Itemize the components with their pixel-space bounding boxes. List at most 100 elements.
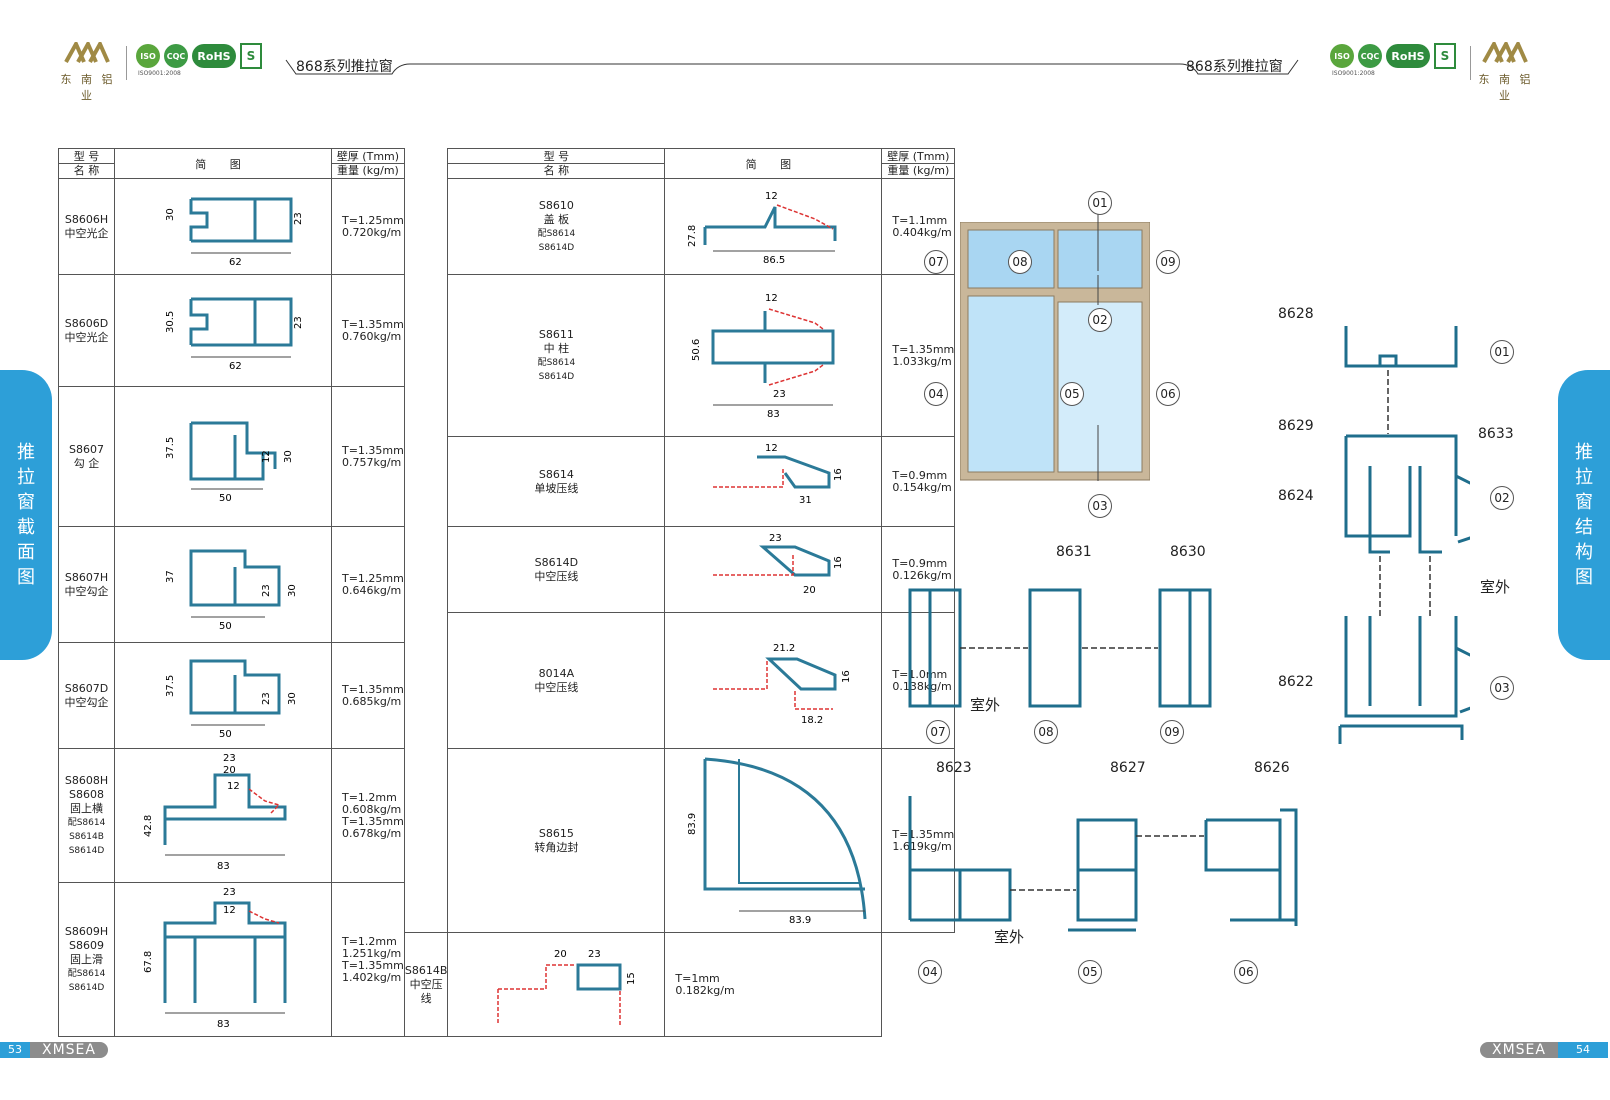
profile-s8609h-diagram: 83 23 12 67.8 xyxy=(143,887,287,1030)
weight-value: 0.646kg/m xyxy=(342,583,402,597)
callout-07-section: 07 xyxy=(926,720,950,744)
footer-brand: XMSEA xyxy=(30,1042,108,1058)
profile-diagram: 62 30.5 23 xyxy=(114,274,332,387)
dim-label: 50.6 xyxy=(691,339,702,361)
dim-label: 30 xyxy=(287,692,298,705)
profile-label-8629: 8629 xyxy=(1278,418,1314,434)
side-tab-char: 拉 xyxy=(17,467,35,488)
callout-05-section: 05 xyxy=(1078,960,1102,984)
model-name-header: 型 号 名 称 xyxy=(447,148,666,179)
thickness-value: T=1mm xyxy=(675,971,720,985)
dim-label: 23 xyxy=(223,887,236,898)
model-name: 中空压线 xyxy=(534,569,579,583)
vertical-section-drawing xyxy=(1338,326,1470,744)
dim-label: 31 xyxy=(799,495,812,506)
dim-label: 83 xyxy=(217,861,230,872)
side-tab-char: 结 xyxy=(1575,517,1593,538)
logo-mark-icon xyxy=(1482,39,1528,63)
callout-02-section: 02 xyxy=(1490,486,1514,510)
dim-label: 37.5 xyxy=(165,675,176,697)
callout-07: 07 xyxy=(924,250,948,274)
model-note: 配S8614 xyxy=(67,817,106,828)
dim-label: 50 xyxy=(219,729,232,740)
profile-label-8627: 8627 xyxy=(1110,760,1146,776)
profile-s8607d-diagram: 50 37.5 23 30 xyxy=(165,659,298,740)
model-number: S8614D xyxy=(534,555,579,569)
diagram-header: 简 图 xyxy=(114,148,332,179)
model-note: S8614D xyxy=(68,845,105,856)
profile-diagram: 83 23 12 67.8 xyxy=(114,882,332,1037)
outside-label: 室外 xyxy=(970,696,1001,714)
dim-label: 30 xyxy=(287,584,298,597)
model-name: 中空压线 xyxy=(534,680,579,694)
callout-04: 04 xyxy=(924,382,948,406)
profile-s8611-diagram: 83 12 23 50.6 xyxy=(691,293,835,420)
model-name-header: 型 号 名 称 xyxy=(58,148,115,179)
profile-diagram: 62 30 23 xyxy=(114,178,332,275)
header-rule-left xyxy=(285,59,810,75)
model-note: 配S8614 xyxy=(537,357,576,368)
company-logo-right: 东 南 铝 业 xyxy=(1476,39,1536,102)
dim-label: 20 xyxy=(223,765,236,776)
profile-diagram: 50 37.5 23 30 xyxy=(114,642,332,749)
weight-value: 0.678kg/m xyxy=(342,826,402,840)
spec-header: 壁厚 (Tmm) 重量 (kg/m) xyxy=(331,148,405,179)
dim-label: 83.9 xyxy=(687,813,698,835)
thickness-label: 壁厚 (Tmm) xyxy=(887,150,950,163)
dim-label: 20 xyxy=(803,585,816,596)
profile-label-8624: 8624 xyxy=(1278,488,1314,504)
thickness-label: 壁厚 (Tmm) xyxy=(336,150,400,163)
model-name: 中空勾企 xyxy=(64,695,109,709)
dim-label: 23 xyxy=(293,212,304,225)
weight-value: 1.033kg/m xyxy=(892,354,952,368)
model-number: S8614B xyxy=(404,963,448,977)
callout-01: 01 xyxy=(1088,191,1112,215)
dim-label: 23 xyxy=(588,949,601,960)
dim-label: 18.2 xyxy=(801,715,823,726)
name-label: 名 称 xyxy=(59,163,114,177)
dim-label: 12 xyxy=(261,450,272,463)
cert-badges-right: ISO CQC RoHS S xyxy=(1330,43,1456,69)
profile-s8606d-diagram: 62 30.5 23 xyxy=(165,297,304,372)
spec-header: 壁厚 (Tmm) 重量 (kg/m) xyxy=(881,148,956,179)
side-tab-char: 推 xyxy=(17,442,35,463)
dim-label: 27.8 xyxy=(687,225,698,247)
profile-label-8631: 8631 xyxy=(1056,544,1092,560)
profile-label-8622: 8622 xyxy=(1278,674,1314,690)
logo-text: 东 南 铝 业 xyxy=(1478,73,1534,102)
profile-diagram: 83 12 23 50.6 xyxy=(664,274,883,437)
thickness-value: T=1.35mm xyxy=(342,682,404,696)
page-number-right: 54 xyxy=(1557,1042,1608,1058)
callout-03-section: 03 xyxy=(1490,676,1514,700)
horizontal-section-bottom xyxy=(908,796,1298,932)
dim-label: 83 xyxy=(767,409,780,420)
dim-label: 37 xyxy=(165,570,176,583)
model-name: 中空勾企 xyxy=(64,584,109,598)
weight-value: 1.619kg/m xyxy=(892,839,952,853)
dim-label: 20 xyxy=(554,949,567,960)
thickness-value: T=1.35mm xyxy=(342,958,404,972)
dim-label: 12 xyxy=(227,781,240,792)
thickness-value: T=1.35mm xyxy=(342,317,404,331)
footer-left: 53 XMSEA xyxy=(0,1042,108,1058)
model-note: S8614B xyxy=(69,831,104,842)
side-tab-char: 图 xyxy=(1575,567,1593,588)
side-tab-char: 构 xyxy=(1575,542,1593,563)
